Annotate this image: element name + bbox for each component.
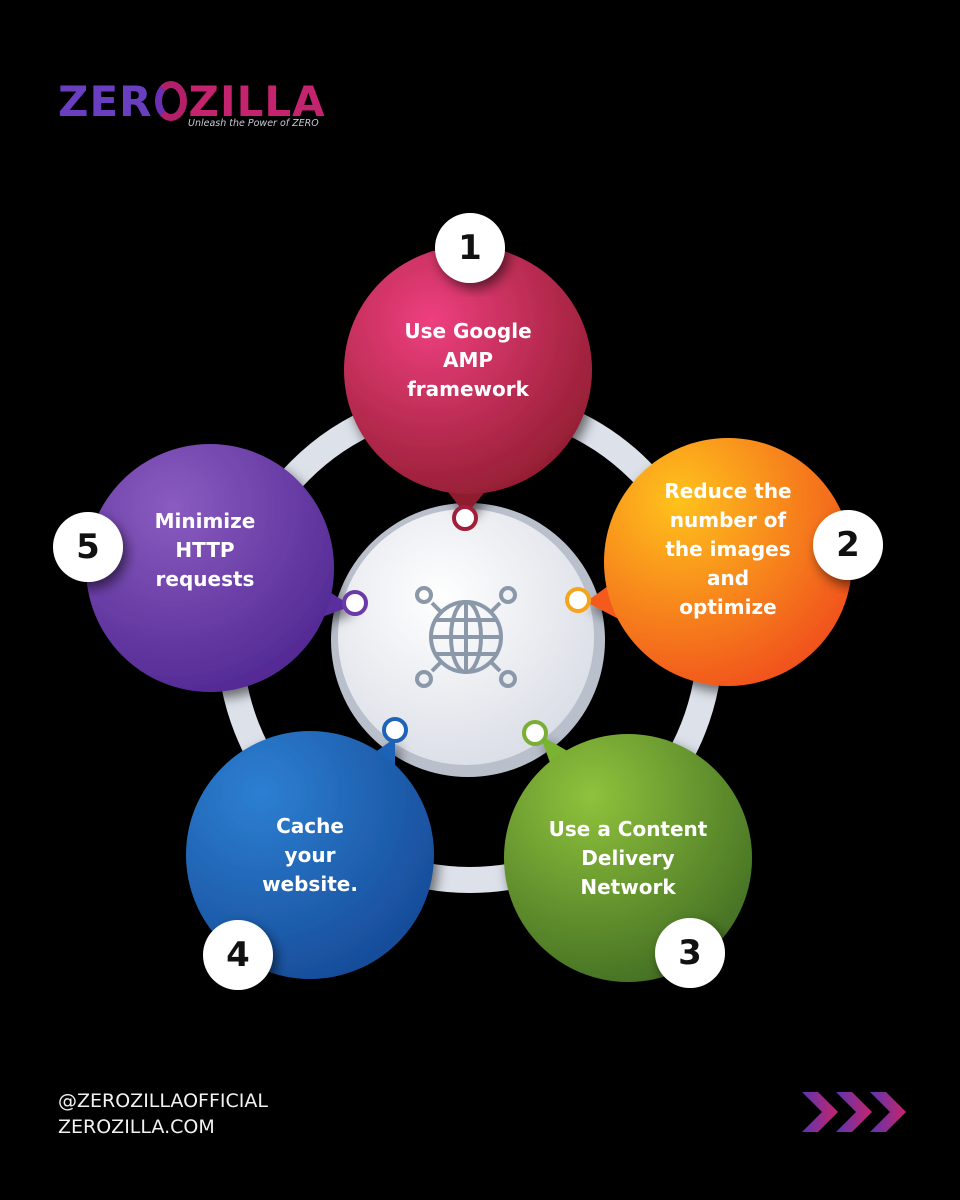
step-3-text: Use a Content Delivery Network [548,816,708,899]
logo-wordmark: ZER ZILLA [58,78,326,126]
step-4-text: Cache your website. [262,813,358,896]
logo-tagline: Unleash the Power of ZERO [188,118,319,129]
brand-logo: ZER ZILLA Unleash the Power of ZERO [58,78,328,138]
step-4-bubble [186,731,434,979]
step-2-connector-dot [565,587,591,613]
step-5-number: 5 [76,527,100,567]
step-5-text: Minimize HTTP requests [154,508,256,591]
step-4-connector-dot [382,717,408,743]
logo-text-zilla: ZILLA [188,77,326,126]
step-5-badge [53,512,123,582]
logo-o-ring-icon [154,81,187,121]
globe-network-icon [415,586,517,688]
step-4-number: 4 [226,935,250,975]
step-1-bubble [344,246,592,515]
step-2-text: Reduce the number of the images and opti… [664,478,792,619]
step-2-number: 2 [836,525,860,565]
step-3-number: 3 [678,933,702,973]
step-3-badge [655,918,725,988]
step-5-connector-dot [342,590,368,616]
social-handle[interactable]: @ZEROZILLAOFFICIAL [58,1090,268,1112]
step-3-connector-dot [522,720,548,746]
logo-text-zer: ZER [58,77,153,126]
footer: @ZEROZILLAOFFICIAL ZEROZILLA.COM [58,1088,268,1140]
step-1-connector-dot [452,505,478,531]
website-link[interactable]: ZEROZILLA.COM [58,1116,215,1138]
triple-chevron-right-icon [802,1092,906,1132]
step-2-badge [813,510,883,580]
step-1-badge [435,213,505,283]
step-4-badge [203,920,273,990]
step-1-text: Use Google AMP framework [404,318,532,401]
step-1-number: 1 [458,228,482,268]
step-5-bubble [86,444,352,692]
step-2-bubble [586,438,852,686]
